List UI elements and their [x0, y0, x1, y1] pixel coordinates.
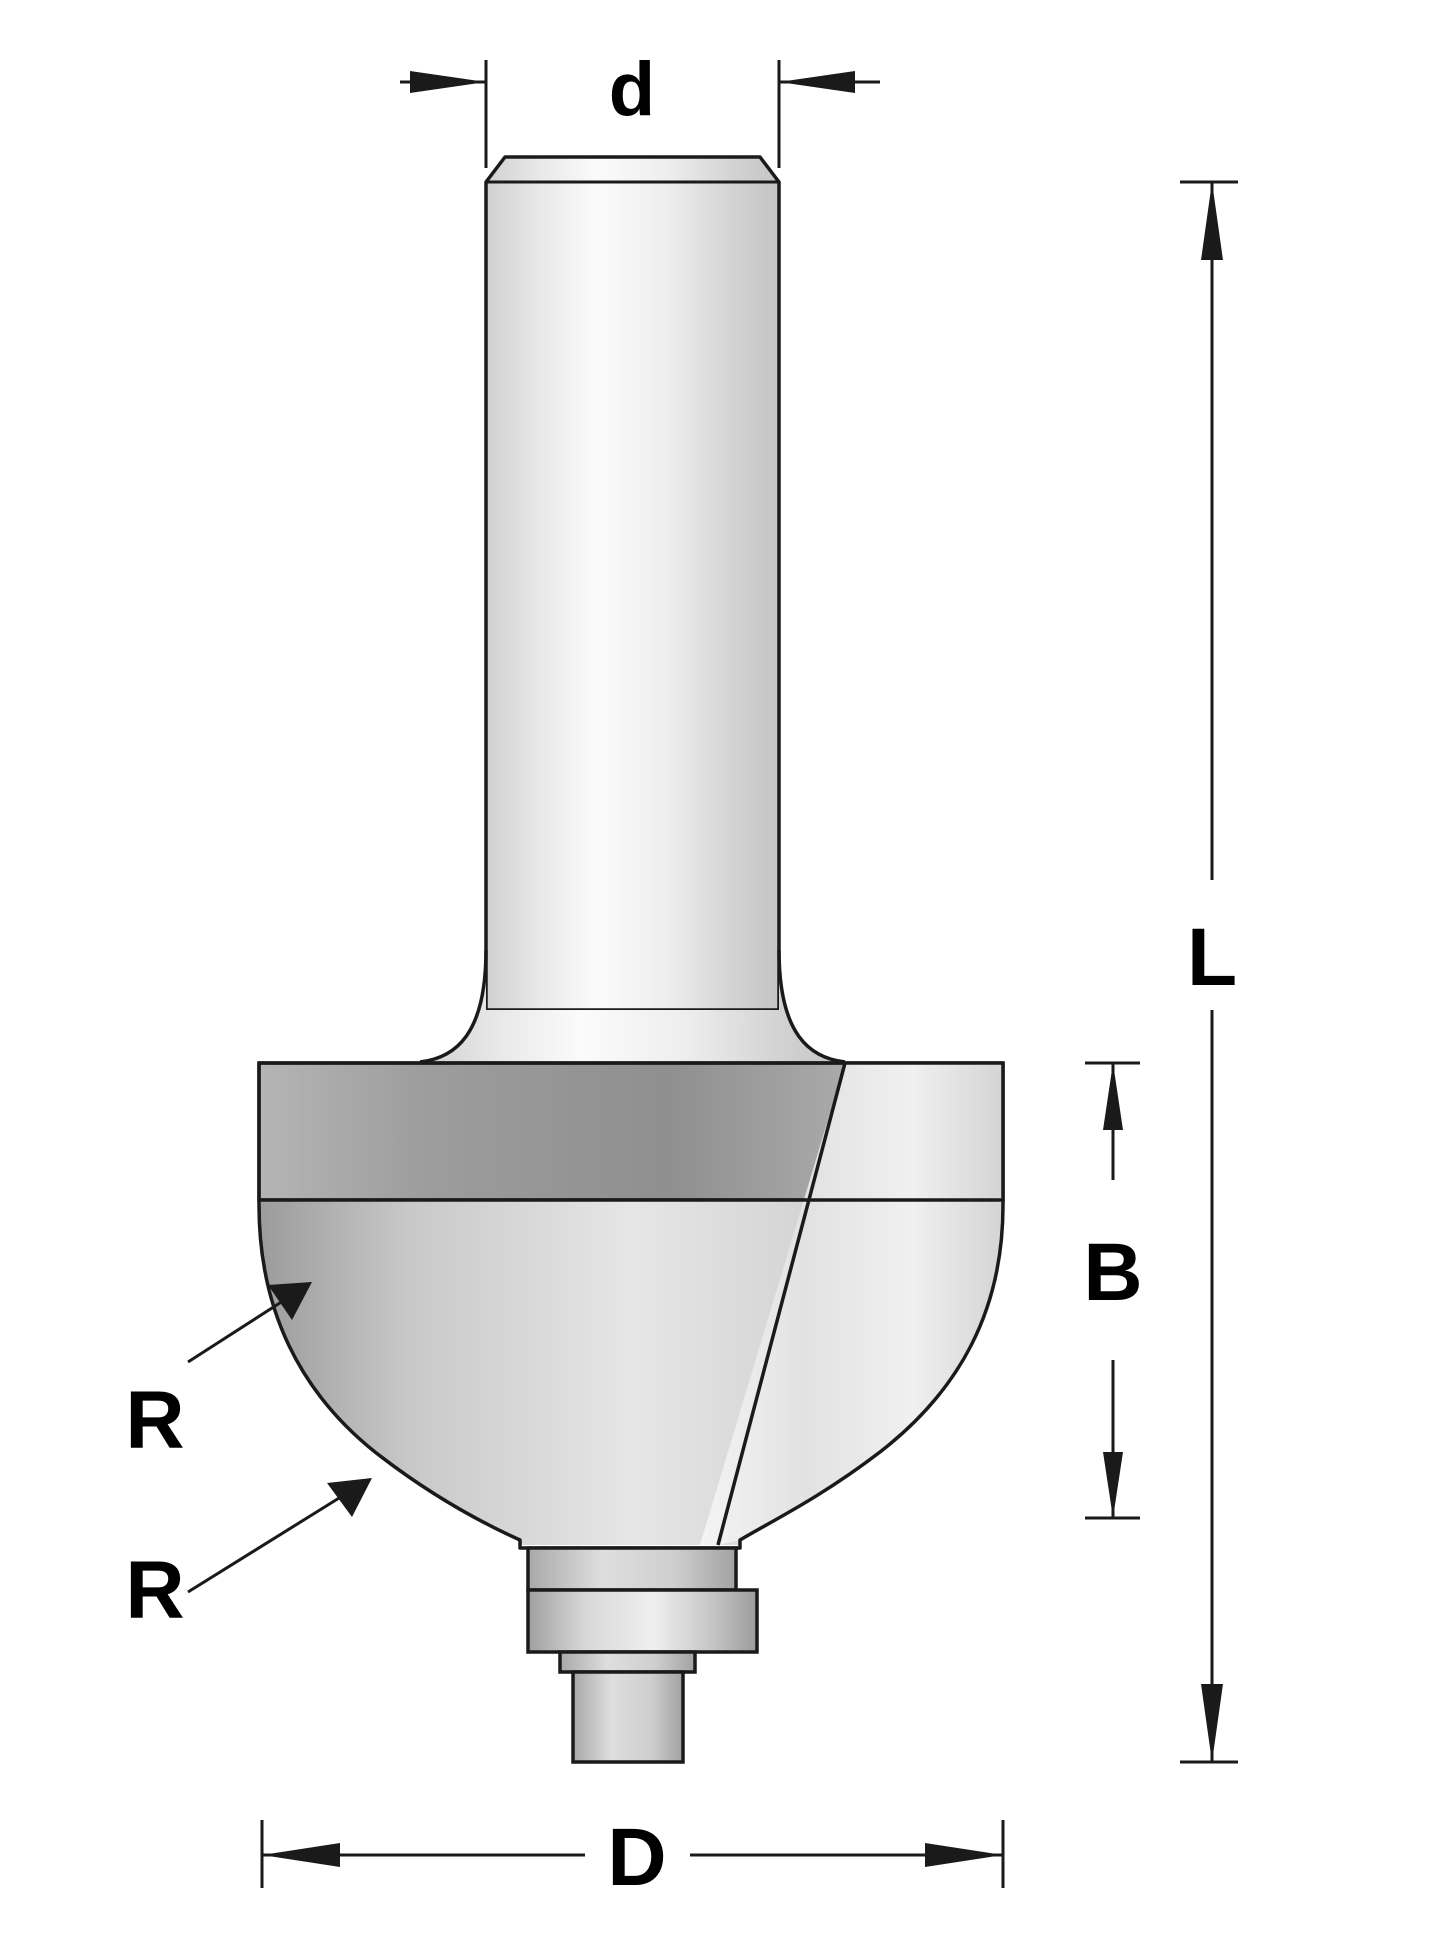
- dimension-label-L: L: [1187, 912, 1237, 1003]
- L-arrow-bottom: [1201, 1684, 1223, 1762]
- cutting-edge-line: [716, 1062, 847, 1546]
- dimension-R-upper: R: [125, 1282, 312, 1466]
- dimension-d: d: [400, 47, 880, 168]
- bearing-spacer: [526, 1546, 738, 1592]
- dimension-D: D: [260, 1812, 1005, 1903]
- dimension-B: B: [1083, 1061, 1143, 1520]
- dimension-label-d: d: [609, 47, 655, 132]
- dimension-label-D: D: [607, 1812, 666, 1903]
- D-arrow-right: [925, 1843, 1003, 1867]
- L-arrow-top: [1201, 182, 1223, 260]
- router-bit-body: [257, 155, 1005, 1764]
- shank-fillet: [420, 960, 845, 1070]
- retaining-screw: [571, 1670, 685, 1764]
- R-lower-arrow: [327, 1478, 372, 1517]
- d-arrow-left: [410, 71, 486, 93]
- shank: [484, 155, 781, 1012]
- R-upper-arrow: [268, 1282, 312, 1320]
- bearing-outer-ring: [526, 1588, 759, 1654]
- D-arrow-left: [262, 1843, 340, 1867]
- cutter-flute-face: [700, 1063, 1003, 1545]
- dimension-R-lower: R: [125, 1478, 372, 1636]
- dimension-label-R-upper: R: [125, 1375, 184, 1466]
- B-arrow-top: [1103, 1063, 1123, 1130]
- B-arrow-bottom: [1103, 1452, 1123, 1518]
- dimension-L: L: [1180, 180, 1238, 1764]
- dimension-label-R-lower: R: [125, 1545, 184, 1636]
- dimension-label-B: B: [1083, 1227, 1142, 1318]
- shank-fillet-right-edge: [777, 949, 846, 1064]
- shank-fillet-left-edge: [419, 949, 488, 1064]
- R-lower-leader-line: [187, 1483, 361, 1594]
- bearing-lower-step: [558, 1650, 697, 1674]
- d-arrow-right: [779, 71, 855, 93]
